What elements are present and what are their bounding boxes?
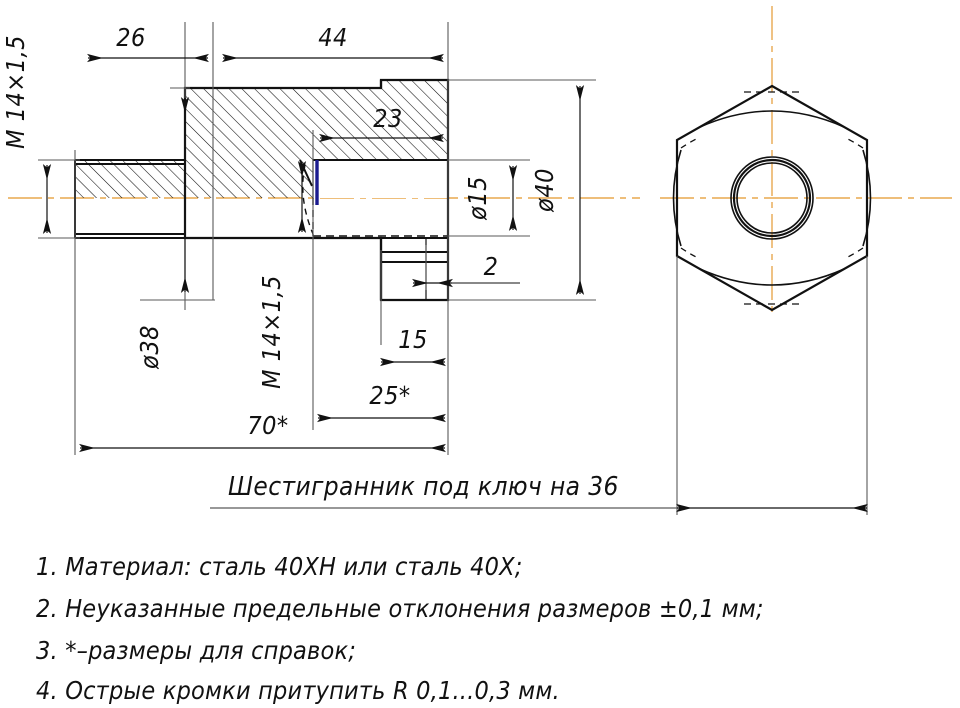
dim-label-25-star: 25* <box>369 381 410 410</box>
shank-hatch-upper <box>75 160 185 198</box>
technical-notes: 1. Материал: сталь 40ХН или сталь 40Х; 2… <box>36 552 764 705</box>
bore-circle-outer <box>730 156 814 240</box>
dim-label-23: 23 <box>373 104 403 133</box>
dim-label-dia15: ø15 <box>463 176 492 221</box>
hexagon-outline <box>675 84 869 312</box>
dim-label-26: 26 <box>116 23 146 52</box>
hex-chamfer-arc-top <box>699 110 845 128</box>
dim-label-15: 15 <box>398 325 428 354</box>
hex-chamfer-arc-right <box>862 149 872 247</box>
hex-chamfer-dash-ll <box>680 247 701 260</box>
note-item-4: 4. Острые кромки притупить R 0,1...0,3 м… <box>36 676 560 705</box>
bore-circle-inner <box>736 162 808 234</box>
note-item-2: 2. Неуказанные предельные отклонения раз… <box>36 594 764 623</box>
bore-circle-mid <box>732 158 812 238</box>
hex-chamfer-arc-bottom <box>699 268 845 286</box>
bore-clear-upper <box>313 160 448 198</box>
dim-label-dia38: ø38 <box>135 325 164 370</box>
dim-label-thread-center: M 14×1,5 <box>257 275 286 389</box>
dim-label-thread-left: M 14×1,5 <box>1 35 30 149</box>
dim-label-44: 44 <box>318 23 348 52</box>
section-view-geometry <box>74 78 450 302</box>
caption-label: Шестигранник под ключ на 36 <box>228 472 619 502</box>
hex-chamfer-dash-ur <box>843 136 864 149</box>
hexagon-end-view <box>672 84 872 515</box>
dim-label-2: 2 <box>484 252 499 281</box>
dimension-lines <box>42 53 585 453</box>
hex-chamfer-arc-left <box>672 149 682 247</box>
caption-group: Шестигранник под ключ на 36 <box>210 472 677 509</box>
hex-chamfer-dash-ul <box>680 136 701 149</box>
hex-chamfer-dash-lr <box>843 247 864 260</box>
note-item-3: 3. *–размеры для справок; <box>36 636 356 665</box>
dim-label-dia40: ø40 <box>530 168 559 213</box>
dim-label-70-star: 70* <box>247 411 288 440</box>
note-item-1: 1. Материал: сталь 40ХН или сталь 40Х; <box>36 552 523 581</box>
dimension-labels: 26 44 23 2 15 25* 70* ø15 ø40 ø38 M 14×1… <box>1 23 559 440</box>
